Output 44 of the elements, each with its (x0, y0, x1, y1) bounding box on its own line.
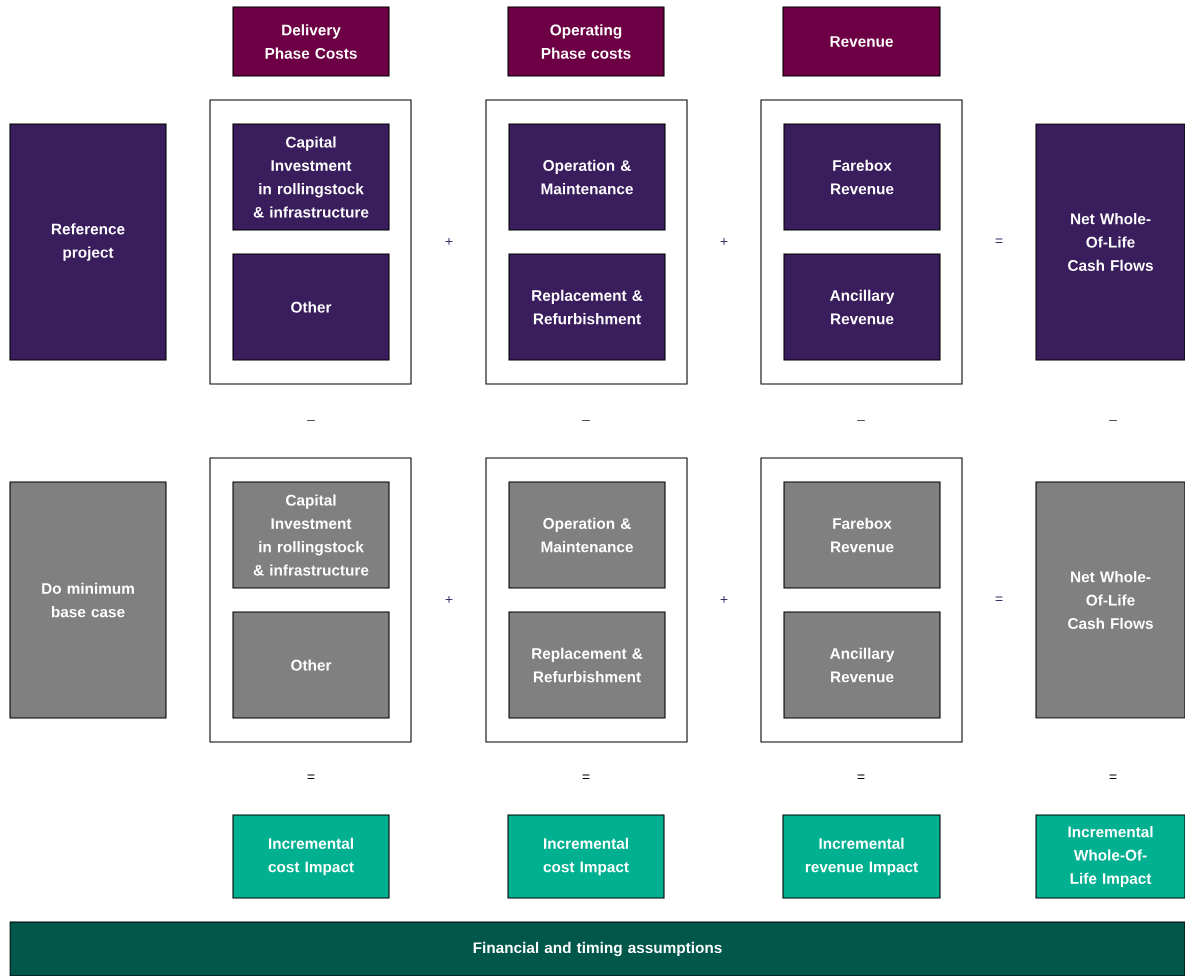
revenue-box: Ancillary Revenue (783, 253, 941, 361)
operator-sign: + (720, 596, 728, 603)
cost-box: Capital Investment in rollingstock & infrastructure (232, 123, 390, 231)
cost-box: Replacement & Refurbishment (508, 253, 666, 361)
impact-box: Incremental revenue Impact (782, 814, 941, 899)
impact-box: Incremental cost Impact (507, 814, 665, 899)
header-box: Delivery Phase Costs (232, 6, 390, 77)
cost-box: Operation & Maintenance (508, 481, 666, 589)
header-box: Revenue (782, 6, 941, 77)
operator-sign: + (445, 596, 453, 603)
operator-sign: – (1109, 420, 1117, 421)
operator-sign: = (995, 238, 1003, 244)
cost-box: Replacement & Refurbishment (508, 611, 666, 719)
group-frame (760, 457, 963, 743)
group-frame (209, 99, 412, 385)
cost-box: Operation & Maintenance (508, 123, 666, 231)
row-label-box: Reference project (9, 123, 167, 361)
group-frame (485, 457, 688, 743)
operator-sign: + (445, 238, 453, 245)
operator-sign: = (582, 774, 590, 780)
operator-sign: = (857, 774, 865, 780)
operator-sign: = (995, 596, 1003, 602)
result-box: Net Whole-Of-Life Cash Flows (1035, 481, 1185, 719)
operator-sign: = (1109, 774, 1117, 780)
group-frame (485, 99, 688, 385)
row-label-box: Do minimum base case (9, 481, 167, 719)
header-box: Operating Phase costs (507, 6, 665, 77)
operator-sign: – (857, 420, 865, 421)
footer-bar: Financial and timing assumptions (9, 921, 1185, 976)
operator-sign: – (307, 420, 315, 421)
cost-box: Other (232, 611, 390, 719)
group-frame (760, 99, 963, 385)
group-frame (209, 457, 412, 743)
cost-box: Other (232, 253, 390, 361)
cost-box: Capital Investment in rollingstock & infrastructure (232, 481, 390, 589)
impact-box: Incremental Whole-Of-Life Impact (1035, 814, 1185, 899)
revenue-box: Farebox Revenue (783, 481, 941, 589)
revenue-box: Farebox Revenue (783, 123, 941, 231)
operator-sign: = (307, 774, 315, 780)
operator-sign: + (720, 238, 728, 245)
impact-box: Incremental cost Impact (232, 814, 390, 899)
result-box: Net Whole-Of-Life Cash Flows (1035, 123, 1185, 361)
operator-sign: – (582, 420, 590, 421)
revenue-box: Ancillary Revenue (783, 611, 941, 719)
